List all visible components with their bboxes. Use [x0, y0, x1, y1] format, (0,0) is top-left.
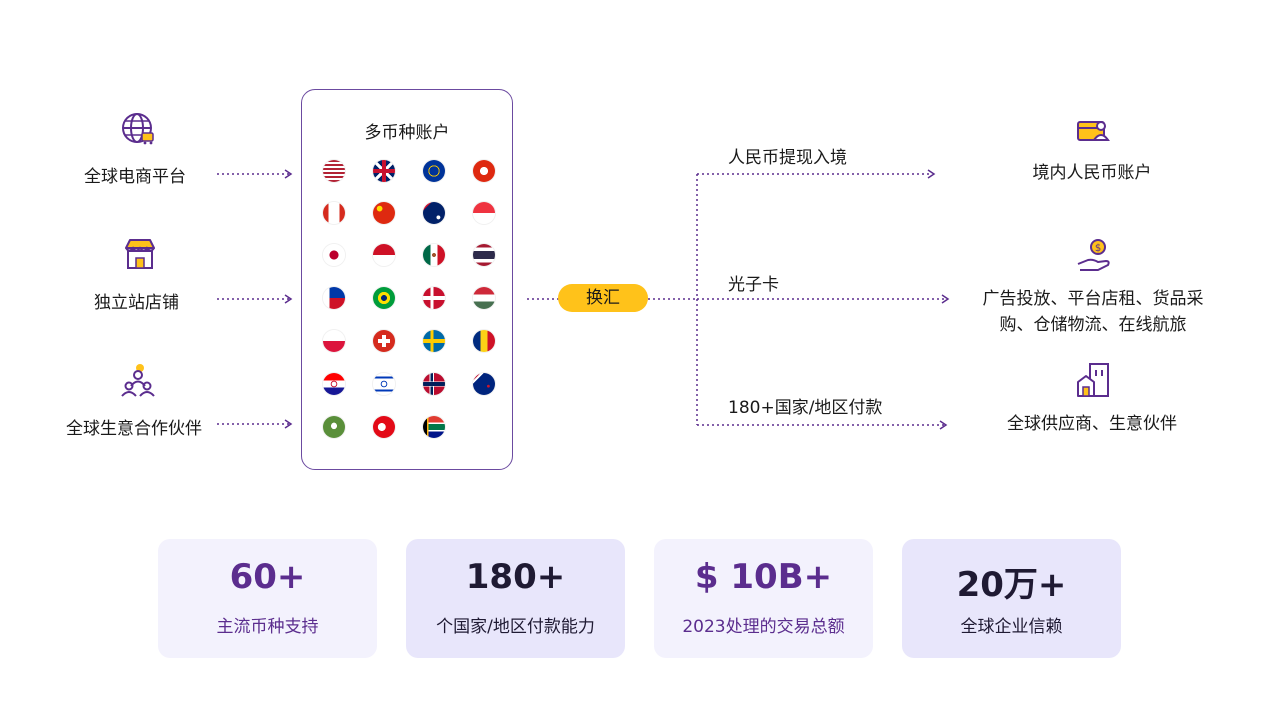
flag-icon-us	[323, 160, 345, 182]
flag-icon-ch	[373, 330, 395, 352]
source-label-ecommerce: 全球电商平台	[84, 167, 186, 187]
globe-cart-icon	[122, 113, 154, 145]
stat-label: 全球企业信赖	[960, 617, 1063, 637]
building-icon	[1077, 363, 1109, 397]
flag-icon-gb	[373, 160, 395, 182]
flag-icon-cn	[373, 202, 395, 224]
flag-icon-sa	[323, 416, 345, 438]
stat-card-currencies: 60+ 主流币种支持	[158, 539, 377, 658]
flag-icon-ro-unclear	[373, 287, 395, 309]
coin-hand-icon: $	[1077, 239, 1110, 271]
arrow-ecommerce-to-account	[217, 169, 293, 179]
flag-icon-hu	[473, 287, 495, 309]
source-label-partners: 全球生意合作伙伴	[66, 419, 202, 439]
card-user-icon	[1077, 121, 1110, 141]
flag-icon-pl	[323, 330, 345, 352]
flag-icon-eu	[423, 160, 445, 182]
partners-icon	[121, 364, 155, 397]
stat-value: 60+	[229, 557, 306, 597]
dest-label-suppliers: 全球供应商、生意伙伴	[1007, 414, 1177, 434]
source-label-independent-store: 独立站店铺	[94, 293, 179, 313]
route-label-photon-card: 光子卡	[728, 275, 779, 295]
route-label-cny-withdrawal: 人民币提现入境	[728, 148, 847, 168]
stat-value: 20万+	[956, 565, 1067, 605]
flag-icon-se	[423, 330, 445, 352]
flag-icon-ca	[323, 202, 345, 224]
account-title: 多币种账户	[364, 123, 450, 143]
flag-icon-mx	[423, 244, 445, 266]
connector-account-to-exchange	[527, 298, 559, 300]
stat-label: 个国家/地区付款能力	[436, 617, 595, 637]
dest-label-card-uses-line1: 广告投放、平台店租、货品采	[982, 289, 1204, 309]
arrow-store-to-account	[217, 294, 293, 304]
flag-icon-il	[373, 373, 395, 395]
flag-icon-ph	[323, 287, 345, 309]
flag-icon-dk	[423, 287, 445, 309]
flag-icon-no	[423, 373, 445, 395]
flag-icon-tr	[373, 416, 395, 438]
dest-label-card-uses: 广告投放、平台店租、货品采 购、仓储物流、在线航旅	[968, 286, 1218, 338]
arrow-partners-to-account	[217, 419, 293, 429]
flag-icon-id	[373, 244, 395, 266]
flag-icon-za	[423, 416, 445, 438]
dest-label-card-uses-line2: 购、仓储物流、在线航旅	[999, 315, 1187, 335]
stat-card-enterprises: 20万+ 全球企业信赖	[902, 539, 1121, 658]
storefront-icon	[125, 239, 155, 269]
flag-icon-hk	[473, 160, 495, 182]
dest-label-domestic-account: 境内人民币账户	[1032, 163, 1152, 183]
flag-icon-th	[473, 244, 495, 266]
flag-icon-ro	[473, 330, 495, 352]
stat-value: 180+	[465, 557, 566, 597]
flag-icon-au	[423, 202, 445, 224]
svg-text:$: $	[1095, 243, 1101, 254]
exchange-badge: 换汇	[558, 284, 648, 312]
flag-icon-sg	[473, 202, 495, 224]
multi-currency-account-box: 多币种账户	[301, 89, 513, 470]
flag-icon-nz	[473, 373, 495, 395]
stat-label: 2023处理的交易总额	[682, 617, 845, 637]
stat-card-countries: 180+ 个国家/地区付款能力	[406, 539, 625, 658]
stat-value: $ 10B+	[694, 557, 833, 597]
route-label-global-payment: 180+国家/地区付款	[728, 398, 883, 418]
stat-label: 主流币种支持	[216, 617, 319, 637]
stat-card-volume: $ 10B+ 2023处理的交易总额	[654, 539, 873, 658]
route-connectors	[648, 169, 950, 430]
flag-icon-jp	[323, 244, 345, 266]
flag-icon-hr	[323, 373, 345, 395]
